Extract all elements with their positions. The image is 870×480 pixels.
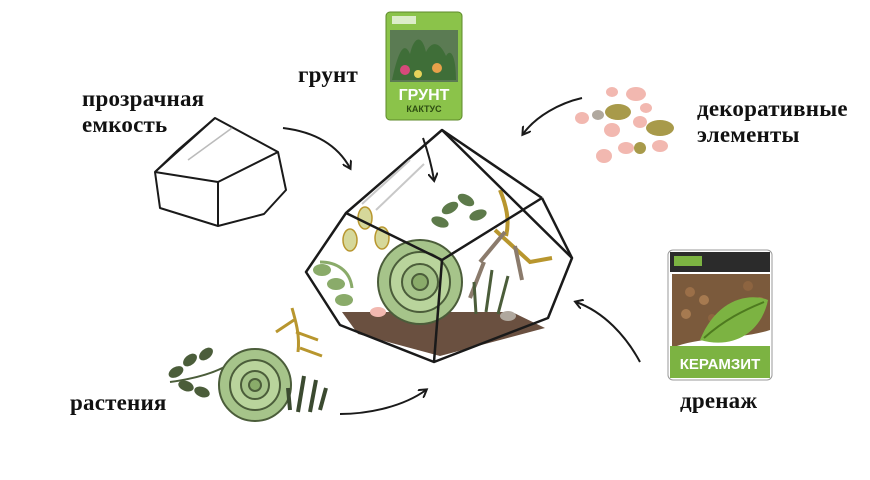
arrow-drainage xyxy=(576,302,641,363)
label-container: прозрачная емкость xyxy=(82,86,204,138)
arrows xyxy=(282,97,641,415)
label-container-line1: прозрачная xyxy=(82,86,205,111)
arrow-decor xyxy=(523,97,583,134)
soil-pack-title: ГРУНТ xyxy=(399,87,450,104)
arrow-plants xyxy=(339,390,426,415)
decorative-pebbles-icon xyxy=(575,87,674,163)
label-decor-line2: элементы xyxy=(697,122,800,147)
arrow-container xyxy=(282,127,350,168)
soil-package-icon xyxy=(385,11,463,121)
soil-pack-subtitle: КАКТУС xyxy=(406,104,442,114)
label-plants: растения xyxy=(70,390,167,415)
label-decor-line1: декоративные xyxy=(697,96,848,121)
empty-container-icon xyxy=(154,117,287,227)
plants-group-icon xyxy=(168,307,328,422)
drainage-pack-title: КЕРАМЗИТ xyxy=(680,356,761,373)
label-soil: грунт xyxy=(298,62,358,87)
drainage-package-icon xyxy=(667,249,773,381)
label-decor: декоративные элементы xyxy=(697,96,848,148)
label-container-line2: емкость xyxy=(82,112,168,137)
terrarium-icon xyxy=(304,128,574,364)
label-drainage: дренаж xyxy=(680,388,758,413)
arrow-soil xyxy=(422,137,434,180)
